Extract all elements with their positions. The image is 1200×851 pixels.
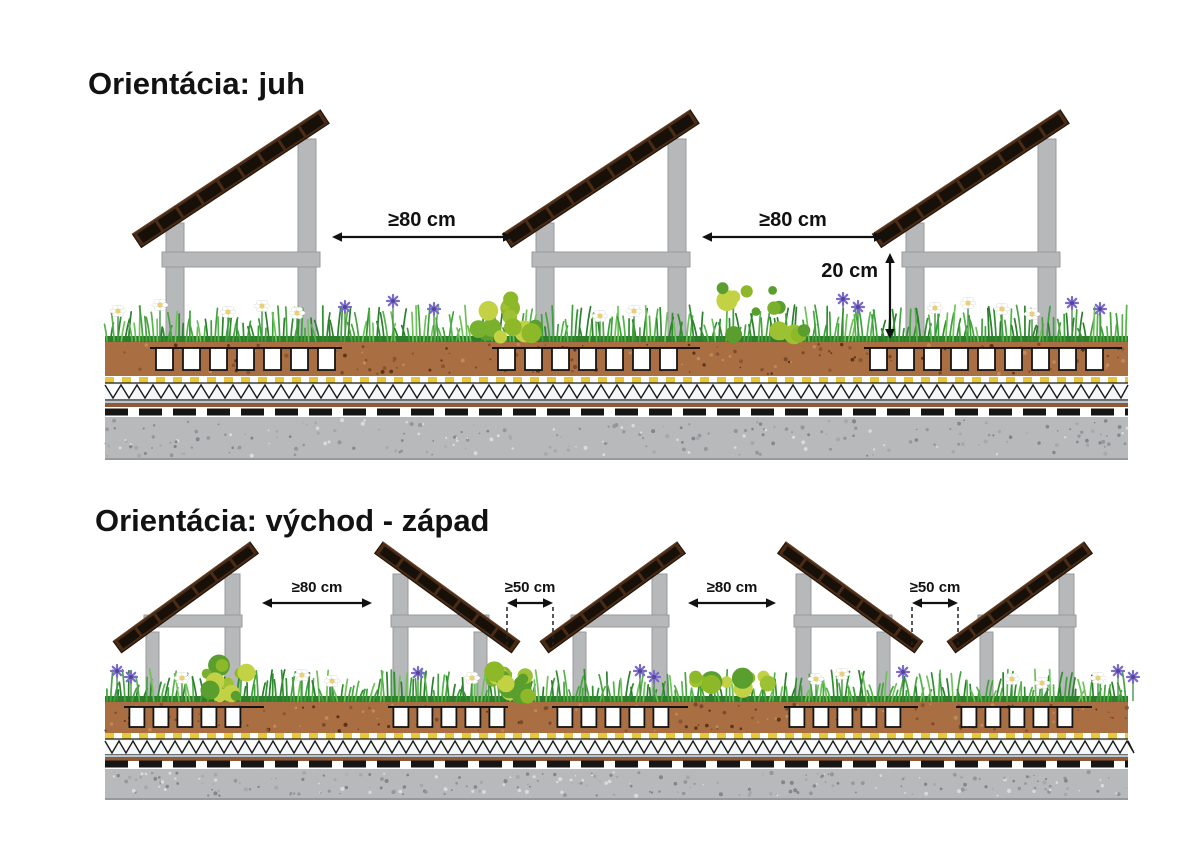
purple-flower: [410, 665, 426, 701]
label-row-spacing-2: ≥80 cm: [759, 209, 827, 231]
support-leg: [473, 631, 488, 702]
dimension-arrow: [332, 232, 513, 242]
solar-panel: [131, 109, 330, 249]
support-leg: [905, 222, 925, 342]
solar-panel: [112, 541, 260, 654]
purple-flower: [835, 291, 851, 341]
dimension-arrow: [702, 232, 884, 242]
daisy-flower: [288, 307, 306, 341]
panel-support-structure: [946, 541, 1094, 702]
roof-layers: [104, 701, 1135, 800]
panel-support-structure: [131, 109, 330, 342]
purple-flower: [337, 299, 353, 341]
support-leg: [165, 222, 185, 342]
support-beam: [901, 251, 1061, 268]
purple-flower: [385, 293, 401, 341]
bush: [200, 654, 256, 703]
purple-flower: [1064, 295, 1080, 341]
daisy-flower: [463, 672, 481, 701]
bush: [716, 282, 811, 345]
purple-flower: [632, 663, 648, 701]
daisy-flower: [807, 673, 825, 701]
label-ew-spacing-2: ≥50 cm: [505, 579, 556, 596]
daisy-flower: [1033, 677, 1051, 701]
support-beam: [161, 251, 321, 268]
solar-panel: [501, 109, 700, 249]
drainage-cups: [124, 706, 1092, 728]
label-ew-spacing-3: ≥80 cm: [707, 579, 758, 596]
support-leg: [795, 573, 812, 702]
label-ew-spacing-1: ≥80 cm: [292, 579, 343, 596]
concrete-slab: [104, 417, 1129, 460]
dimension-labels: ≥80 cm ≥80 cm 20 cm ≥80 cm ≥50 cm ≥80 cm…: [292, 209, 961, 596]
daisy-flower: [323, 675, 341, 701]
dimension-arrow: [885, 253, 895, 339]
daisy-flower: [219, 306, 237, 341]
solar-panel: [539, 541, 687, 654]
panel-structures: [112, 541, 1094, 702]
support-leg: [1037, 138, 1057, 342]
vegetation-layer: [105, 654, 1141, 705]
support-beam: [531, 251, 691, 268]
daisy-flower: [833, 668, 851, 701]
panel-support-structure: [501, 109, 700, 342]
daisy-flower: [173, 672, 191, 701]
dimension-arrow: [262, 598, 372, 608]
bush: [484, 661, 536, 705]
bush: [469, 291, 543, 344]
scene: [103, 109, 1141, 800]
dimension-arrow: [912, 598, 958, 608]
vegetation-layer: [103, 282, 1128, 345]
drainage-board-layer: [104, 382, 1129, 401]
roof-layers: [104, 341, 1129, 460]
daisy-flower: [1089, 672, 1107, 701]
daisy-flower: [109, 305, 127, 341]
purple-flower: [895, 664, 911, 701]
daisy-flower: [151, 299, 169, 341]
solar-panel: [776, 541, 924, 654]
dimension-arrow: [507, 598, 553, 608]
daisy-flower: [253, 300, 271, 341]
purple-flower: [123, 669, 139, 701]
daisy-flower: [993, 303, 1011, 341]
label-row-spacing-1: ≥80 cm: [388, 209, 456, 231]
purple-flower: [1092, 301, 1108, 341]
drainage-cups: [150, 347, 1122, 371]
section-east_west: [104, 541, 1141, 800]
support-leg: [667, 138, 687, 342]
dimension-arrow: [688, 598, 776, 608]
concrete-slab: [105, 769, 1128, 800]
solar-panel: [871, 109, 1070, 249]
bush: [689, 667, 776, 698]
purple-flower: [646, 669, 662, 701]
daisy-flower: [293, 669, 311, 701]
section-title-east-west: Orientácia: východ - západ: [95, 503, 490, 538]
label-panel-height: 20 cm: [821, 260, 878, 282]
panel-support-structure: [112, 541, 260, 702]
panel-support-structure: [539, 541, 687, 702]
daisy-flower: [959, 297, 977, 341]
dimension-arrows: [332, 232, 895, 339]
daisy-flower: [591, 310, 609, 341]
solar-panel: [373, 541, 521, 654]
panel-support-structure: [776, 541, 924, 702]
purple-flower: [109, 663, 125, 701]
purple-flower: [1110, 663, 1126, 701]
daisy-flower: [1003, 673, 1021, 701]
purple-flower: [426, 301, 442, 341]
daisy-flower: [926, 302, 944, 341]
daisy-flower: [1023, 308, 1041, 341]
section-south: [103, 109, 1129, 460]
dimension-arrows: [262, 598, 959, 645]
daisy-flower: [625, 305, 643, 341]
drainage-board-layer: [104, 738, 1135, 756]
section-title-south: Orientácia: juh: [88, 66, 305, 101]
purple-flower: [1125, 669, 1141, 701]
label-ew-spacing-4: ≥50 cm: [910, 579, 961, 596]
purple-flower: [850, 299, 866, 341]
